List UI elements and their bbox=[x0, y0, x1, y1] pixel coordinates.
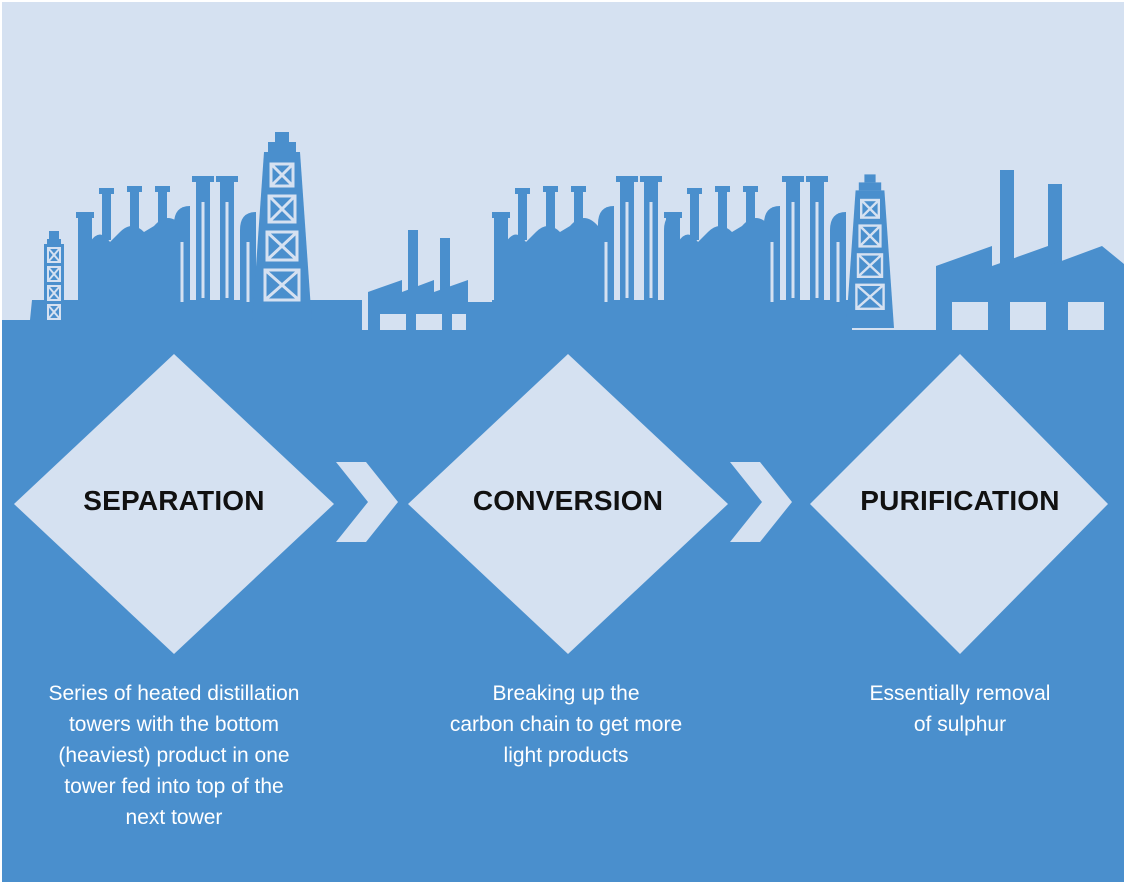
chevron-right-icon bbox=[336, 462, 398, 542]
chevron-right-icon bbox=[730, 462, 792, 542]
stage-description-separation: Series of heated distillation towers wit… bbox=[48, 682, 300, 829]
stage-title-purification: PURIFICATION bbox=[860, 485, 1060, 516]
skyline bbox=[2, 130, 1124, 333]
stage-description-purification: Essentially removal of sulphur bbox=[869, 682, 1051, 736]
stage-title-conversion: CONVERSION bbox=[472, 485, 664, 516]
stage-title-separation: SEPARATION bbox=[83, 485, 265, 516]
factory-icon bbox=[368, 230, 468, 332]
stage-description-conversion: Breaking up the carbon chain to get more… bbox=[449, 682, 683, 767]
oil-derrick-icon bbox=[43, 230, 65, 333]
stage-diamond-purification bbox=[810, 354, 1108, 654]
stage-diamond-conversion bbox=[408, 354, 728, 654]
factory-icon bbox=[936, 170, 1124, 332]
stage-diamond-separation bbox=[14, 354, 334, 654]
